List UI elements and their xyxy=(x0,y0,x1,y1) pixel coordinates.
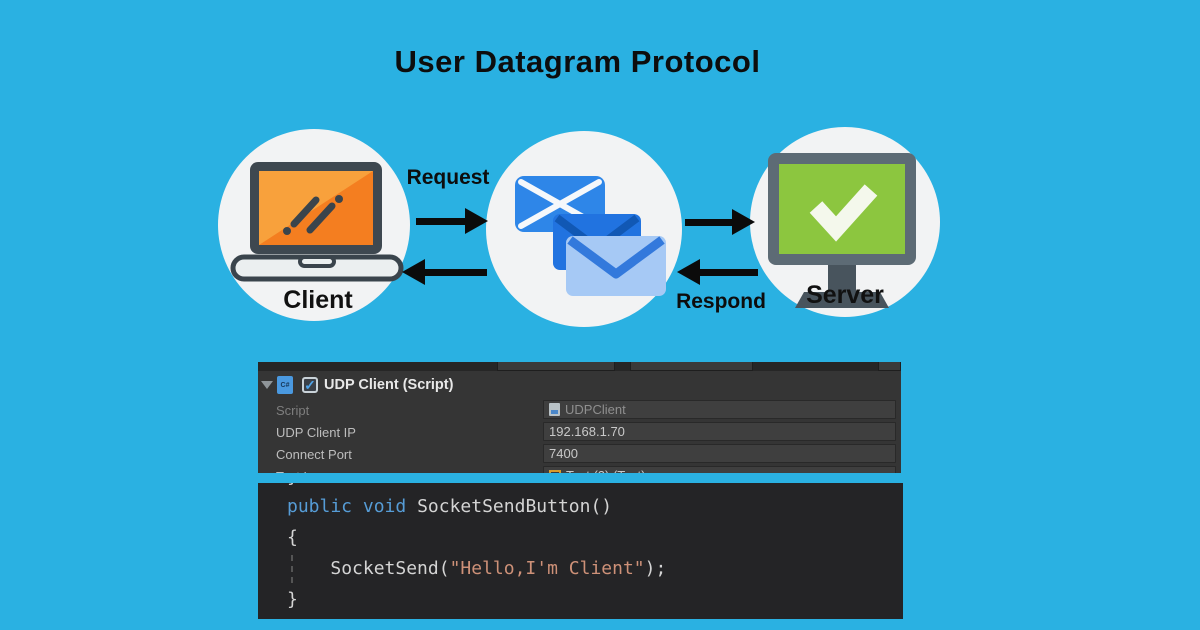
code-line-socketsend: SocketSend("Hello,I'm Client"); xyxy=(330,558,667,579)
script-row-label: Script xyxy=(276,402,310,418)
script-row: Script UDPClient xyxy=(258,399,901,421)
page-title: User Datagram Protocol xyxy=(394,44,761,79)
respond-label: Respond xyxy=(676,290,766,313)
script-row-value: UDPClient xyxy=(565,402,626,417)
clipped-code-line: } xyxy=(287,483,307,490)
connect-port-label: Connect Port xyxy=(276,446,352,462)
text-log-label: Text Log xyxy=(258,469,325,474)
csharp-script-icon: C# xyxy=(277,376,293,394)
request-label: Request xyxy=(406,166,490,189)
code-line-declaration: public void SocketSendButton() xyxy=(287,496,613,517)
packets-envelopes-icon xyxy=(515,176,666,296)
code-line-open-brace: { xyxy=(287,527,298,548)
code-line-close-brace: } xyxy=(287,589,298,610)
udp-client-ip-label: UDP Client IP xyxy=(276,424,356,440)
request-arrow xyxy=(416,208,488,234)
respond-arrow xyxy=(677,259,758,285)
component-enabled-checkbox[interactable]: ✓ xyxy=(302,377,318,393)
script-object-field[interactable]: UDPClient xyxy=(543,400,896,419)
text-log-field[interactable]: Text (2) (Text) xyxy=(543,466,896,473)
code-block: public void SocketSendButton() { SocketS… xyxy=(287,491,666,615)
clipped-previous-row xyxy=(258,362,901,371)
udp-client-ip-value: 192.168.1.70 xyxy=(549,424,625,439)
client-label: Client xyxy=(283,286,353,314)
clipped-text-row: Text Log Text (2) (Text) xyxy=(258,465,901,473)
component-title: UDP Client (Script) xyxy=(324,377,454,393)
connect-port-row: Connect Port 7400 xyxy=(258,443,901,465)
script-file-icon xyxy=(549,403,560,416)
unity-inspector-panel: C# ✓ UDP Client (Script) Script UDPClien… xyxy=(258,362,901,473)
connect-port-field[interactable]: 7400 xyxy=(543,444,896,463)
client-return-arrow xyxy=(402,259,487,285)
connect-port-value: 7400 xyxy=(549,446,578,461)
server-monitor-icon xyxy=(768,153,916,308)
code-editor-panel: } public void SocketSendButton() { Socke… xyxy=(258,483,903,619)
client-laptop-icon xyxy=(230,162,404,282)
server-label: Server xyxy=(806,281,884,309)
indent-guide xyxy=(291,555,293,583)
ui-text-icon xyxy=(549,469,561,473)
udp-client-ip-field[interactable]: 192.168.1.70 xyxy=(543,422,896,441)
server-forward-arrow xyxy=(685,209,755,235)
text-log-value: Text (2) (Text) xyxy=(566,468,645,473)
foldout-arrow-icon[interactable] xyxy=(261,381,273,389)
component-header: C# ✓ UDP Client (Script) xyxy=(258,371,901,399)
udp-client-ip-row: UDP Client IP 192.168.1.70 xyxy=(258,421,901,443)
